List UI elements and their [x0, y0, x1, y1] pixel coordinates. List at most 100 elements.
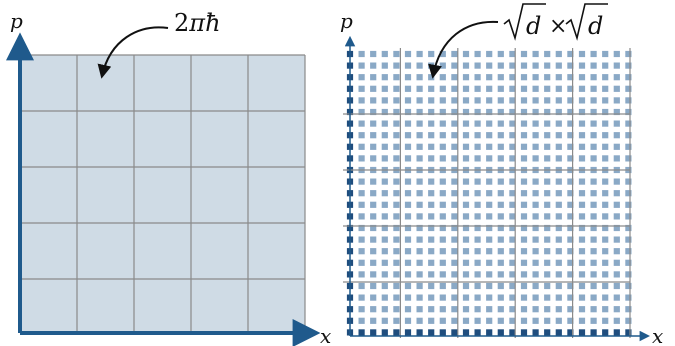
lattice-dot: [370, 282, 377, 290]
lattice-dot: [497, 155, 504, 162]
lattice-dot: [555, 224, 562, 232]
lattice-dot: [520, 282, 528, 290]
lattice-dot: [497, 259, 504, 266]
lattice-dot: [590, 317, 597, 324]
lattice-dot: [532, 224, 539, 232]
lattice-dot: [393, 306, 400, 313]
lattice-dot: [358, 236, 365, 243]
lattice-dot: [613, 236, 620, 243]
lattice-dot: [590, 74, 597, 81]
lattice-dot: [578, 259, 586, 266]
lattice-dot: [567, 271, 574, 278]
lattice-dot: [590, 248, 597, 255]
axis-dot: [590, 329, 597, 336]
lattice-dot: [428, 248, 435, 255]
lattice-dot: [555, 155, 562, 162]
lattice-dot: [613, 294, 620, 301]
lattice-dot: [509, 190, 516, 197]
lattice-dot: [602, 294, 609, 301]
lattice-dot: [544, 282, 551, 290]
lattice-dot: [462, 97, 470, 104]
lattice-dot: [381, 306, 388, 313]
axis-dot: [381, 329, 388, 336]
lattice-dot: [520, 178, 528, 185]
lattice-dot: [428, 259, 435, 266]
lattice-dot: [520, 108, 528, 116]
lattice-dot: [416, 317, 423, 324]
lattice-dot: [428, 190, 435, 197]
lattice-dot: [625, 97, 632, 104]
axis-dot: [532, 329, 539, 336]
lattice-dot: [381, 213, 388, 220]
lattice-dot: [509, 201, 516, 208]
lattice-dot: [520, 120, 528, 127]
lattice-dot: [486, 108, 493, 116]
lattice-dot: [578, 97, 586, 104]
lattice-dot: [370, 224, 377, 232]
lattice-dot: [613, 190, 620, 197]
lattice-dot: [613, 306, 620, 313]
lattice-dot: [393, 85, 400, 92]
lattice-dot: [532, 143, 539, 150]
lattice-dot: [520, 259, 528, 266]
annotation-pi: π: [188, 9, 206, 37]
lattice-dot: [462, 306, 470, 313]
lattice-dot: [404, 248, 412, 255]
lattice-dot: [404, 317, 412, 324]
lattice-dot: [474, 224, 481, 232]
lattice-dot: [358, 85, 365, 92]
lattice-dot: [544, 143, 551, 150]
lattice-dot: [381, 201, 388, 208]
lattice-dot: [520, 213, 528, 220]
lattice-dot: [486, 306, 493, 313]
lattice-dot: [602, 190, 609, 197]
sqrt-sign-2: [565, 3, 608, 41]
lattice-dot: [474, 143, 481, 150]
axis-dot: [578, 329, 586, 336]
lattice-dot: [602, 178, 609, 185]
lattice-dot: [590, 178, 597, 185]
lattice-dot: [509, 50, 516, 58]
lattice-dot: [567, 248, 574, 255]
lattice-dot: [404, 143, 412, 150]
lattice-dot: [544, 155, 551, 162]
lattice-dot: [532, 236, 539, 243]
lattice-dot: [602, 97, 609, 104]
lattice-dot: [451, 317, 458, 324]
lattice-dot: [578, 85, 586, 92]
lattice-dot: [486, 201, 493, 208]
lattice-dot: [393, 248, 400, 255]
annotation-hbar: ħ: [205, 9, 220, 37]
lattice-dot: [404, 178, 412, 185]
lattice-dot: [555, 294, 562, 301]
lattice-dot: [462, 74, 470, 81]
lattice-dot: [497, 282, 504, 290]
lattice-dot: [486, 143, 493, 150]
lattice-dot: [451, 50, 458, 58]
lattice-dot: [393, 201, 400, 208]
lattice-dot: [625, 120, 632, 127]
lattice-dot: [404, 201, 412, 208]
lattice-dot: [509, 143, 516, 150]
lattice-dot: [358, 120, 365, 127]
axis-dot: [486, 329, 493, 336]
lattice-dot: [497, 317, 504, 324]
lattice-dot: [451, 85, 458, 92]
lattice-dot: [613, 248, 620, 255]
lattice-dot: [428, 306, 435, 313]
lattice-dot: [555, 317, 562, 324]
axis-dot: [509, 329, 516, 336]
lattice-dot: [509, 97, 516, 104]
lattice-dot: [462, 50, 470, 58]
lattice-dot: [602, 224, 609, 232]
lattice-dot: [567, 259, 574, 266]
lattice-dot: [474, 85, 481, 92]
right-annotation-arrow: [428, 20, 499, 79]
lattice-dot: [486, 132, 493, 139]
lattice-dot: [393, 155, 400, 162]
lattice-dot: [439, 317, 446, 324]
lattice-dot: [381, 108, 388, 116]
lattice-dot: [590, 306, 597, 313]
lattice-dot: [474, 50, 481, 58]
lattice-dot: [613, 97, 620, 104]
